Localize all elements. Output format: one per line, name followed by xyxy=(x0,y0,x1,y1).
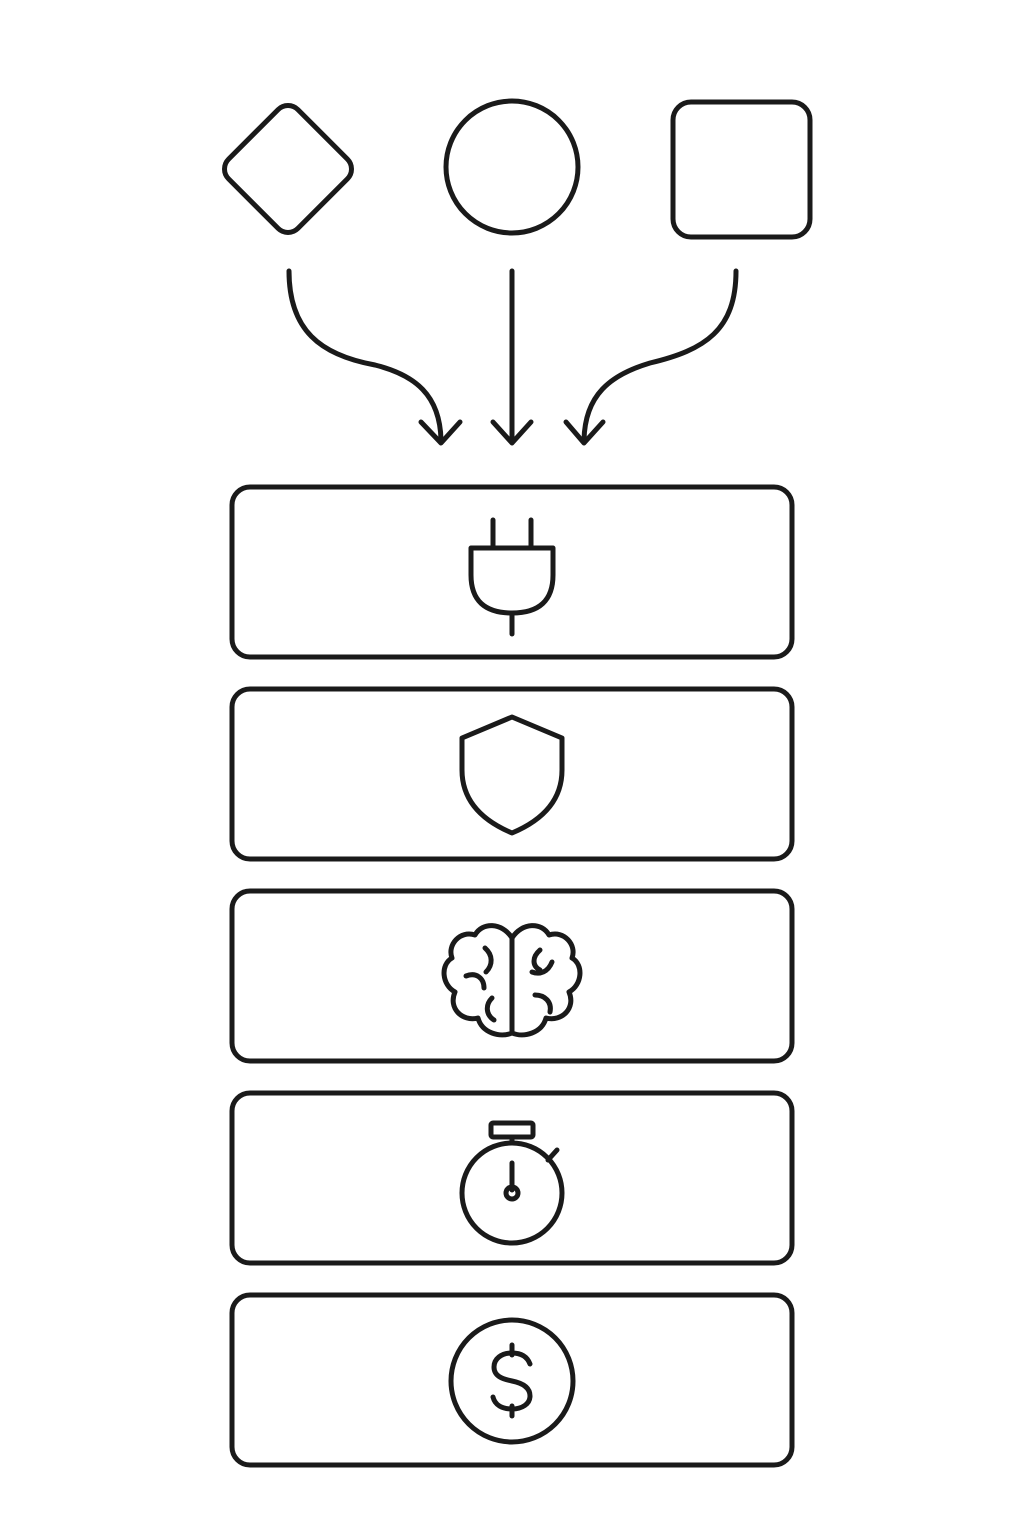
arrow-center xyxy=(490,268,534,446)
layer-box xyxy=(229,686,795,862)
dollar-coin-icon xyxy=(448,1317,576,1445)
stack-layer-dollar xyxy=(229,1292,795,1468)
layer-box xyxy=(229,484,795,660)
layer-box xyxy=(229,1090,795,1266)
arrow-right xyxy=(563,268,739,446)
stack-layer-plug xyxy=(229,484,795,660)
square-icon xyxy=(670,99,813,240)
stack-layer-stopwatch xyxy=(229,1090,795,1266)
arrow-left xyxy=(286,268,463,446)
stack-layer-shield xyxy=(229,686,795,862)
shield-icon xyxy=(459,714,565,836)
brain-icon xyxy=(441,923,583,1038)
layer-stack xyxy=(229,484,795,1468)
layer-box xyxy=(229,1292,795,1468)
diamond-icon xyxy=(222,103,354,235)
input-shapes xyxy=(222,98,813,240)
circle-icon xyxy=(443,98,581,236)
plug-icon xyxy=(468,517,556,637)
converging-arrows xyxy=(286,268,739,446)
stack-layer-brain xyxy=(229,888,795,1064)
stopwatch-icon xyxy=(459,1120,565,1246)
layer-box xyxy=(229,888,795,1064)
